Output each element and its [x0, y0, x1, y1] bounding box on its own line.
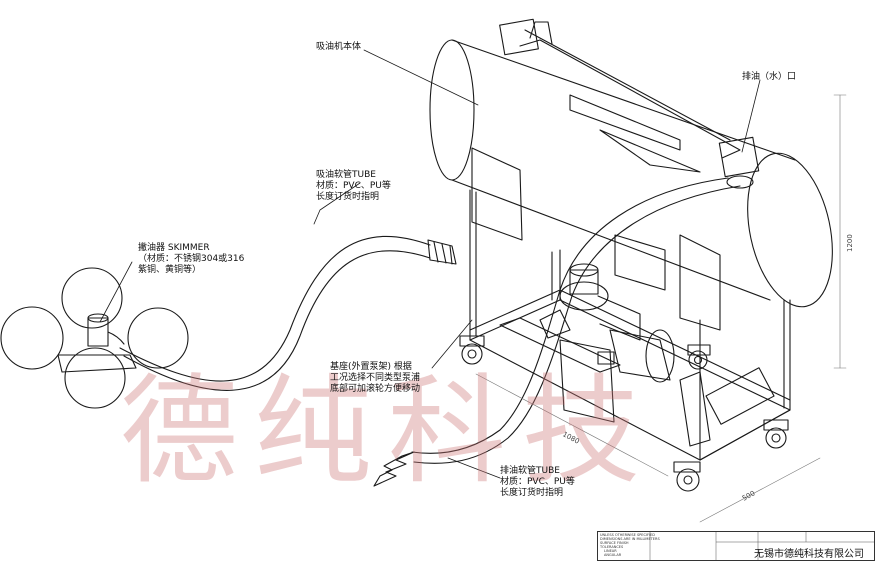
frame-right-post	[783, 299, 791, 411]
watermark-text: 德纯科技	[120, 362, 657, 500]
caster-back-left	[459, 335, 485, 365]
overhead-pipe	[519, 39, 741, 159]
skimmer-frame	[57, 354, 137, 373]
fitting-threads	[433, 241, 453, 265]
motor-box	[559, 339, 615, 423]
frame-corner-gusset	[679, 371, 711, 447]
skimmer-float-top	[61, 267, 123, 329]
frame-cross-member	[499, 317, 621, 373]
dim-width-line	[699, 457, 821, 523]
pump-top	[569, 263, 599, 277]
outlet-elbow	[718, 136, 760, 178]
suction-tube-line-1: 吸油软管TUBE	[316, 170, 376, 180]
label-discharge-tube: 排油软管TUBE 材质：PVC、PU等 长度订货时指明	[500, 466, 575, 499]
tank-end-back	[429, 39, 475, 181]
suction-hose-edge-1	[119, 236, 431, 382]
title-note-2: DIMENSIONS ARE IN MILLIMETERS	[600, 537, 660, 541]
motor-endcap	[645, 329, 675, 383]
leader-skimmer	[99, 261, 133, 323]
base-line-1: 基座(外置泵架) 根据	[330, 362, 412, 372]
frame-front-rail	[699, 409, 791, 461]
title-note-3: SURFACE FINISH	[600, 541, 629, 545]
leader-outlet	[741, 79, 761, 153]
skimmer-float-bottom	[64, 347, 126, 409]
plate-bracket	[599, 129, 701, 173]
label-outlet: 排油（水）口	[742, 72, 797, 82]
top-elbow-left	[499, 18, 539, 56]
leader-lines	[99, 49, 761, 479]
discharge-hose-edge-1	[411, 177, 729, 454]
suction-hose	[119, 236, 457, 391]
skimmer-assembly	[0, 267, 189, 409]
tank-body	[429, 18, 833, 331]
title-note-4: TOLERANCES	[600, 545, 624, 549]
leader-discharge-tube	[447, 457, 501, 479]
title-note-6: ANGULAR	[604, 553, 622, 557]
label-machine-body: 吸油机本体	[316, 42, 362, 52]
pump-inlet-elbow	[539, 309, 571, 339]
tank-top-edge	[451, 39, 796, 161]
leader-base	[431, 319, 473, 369]
mount-bracket-mid	[614, 234, 666, 291]
caster-front-left	[673, 461, 701, 492]
dimension-height: 1200	[846, 234, 854, 252]
suction-hose-edge-2	[123, 250, 431, 391]
discharge-tube-line-1: 排油软管TUBE	[500, 466, 560, 476]
tank-top-pipe	[529, 21, 553, 45]
suction-tube-line-2: 材质：PVC、PU等	[316, 181, 391, 191]
caster-front-right	[763, 419, 789, 449]
tank-top-plate	[569, 94, 681, 151]
suction-tube-line-3: 长度订货时指明	[316, 192, 380, 202]
frame-front-plate	[705, 367, 775, 425]
discharge-hose	[373, 177, 741, 487]
motor-terminal	[597, 351, 615, 365]
discharge-hose-nozzle	[373, 451, 415, 487]
skimmer-outlet	[107, 331, 125, 345]
title-block-grid	[649, 532, 874, 560]
mount-bracket-right	[679, 234, 721, 331]
label-suction-tube: 吸油软管TUBE 材质：PVC、PU等 长度订货时指明	[316, 170, 391, 203]
overhead-pipe-top	[524, 29, 731, 141]
leader-suction-tube	[313, 182, 361, 225]
skimmer-core-top	[87, 313, 109, 323]
title-note-5: LINEAR	[604, 549, 617, 553]
label-skimmer: 撇油器 SKIMMER （材质：不锈钢304或316 紫铜、黄铜等）	[138, 243, 244, 276]
skimmer-line-1: 撇油器 SKIMMER	[138, 243, 210, 253]
discharge-tube-line-2: 材质：PVC、PU等	[500, 477, 575, 487]
pump-body	[569, 269, 599, 295]
title-block: UNLESS OTHERWISE SPECIFIED DIMENSIONS AR…	[597, 531, 875, 561]
base-line-3: 底部可加滚轮方便移动	[330, 384, 421, 394]
discharge-tube-line-3: 长度订货时指明	[500, 488, 564, 498]
motor-adapter	[609, 329, 671, 381]
suction-hose-fitting	[427, 239, 457, 265]
dimension-lines	[475, 94, 847, 523]
label-base: 基座(外置泵架) 根据 工况选择不同类型泵浦 底部可加滚轮方便移动	[330, 362, 420, 395]
caster-back-right	[687, 344, 711, 370]
discharge-hose-edge-2	[413, 185, 741, 464]
tank-end-front	[747, 152, 833, 308]
skimmer-line-3: 紫铜、黄铜等）	[138, 265, 202, 275]
dim-length-line	[475, 373, 669, 477]
pump-flange	[559, 281, 609, 311]
pump-motor	[539, 263, 675, 423]
outlet-port	[726, 175, 754, 189]
leader-body	[363, 49, 479, 106]
company-name: 无锡市德纯科技有限公司	[754, 549, 864, 560]
frame-left-post	[469, 189, 701, 461]
mount-bracket-left	[471, 147, 523, 241]
skimmer-float-left	[0, 306, 64, 370]
base-line-2: 工况选择不同类型泵浦	[330, 373, 421, 383]
title-note-1: UNLESS OTHERWISE SPECIFIED	[600, 533, 655, 537]
skimmer-float-right	[127, 307, 189, 369]
dim-height-ticks	[833, 94, 847, 369]
skimmer-line-2: （材质：不锈钢304或316	[138, 254, 245, 264]
casters	[459, 335, 789, 492]
